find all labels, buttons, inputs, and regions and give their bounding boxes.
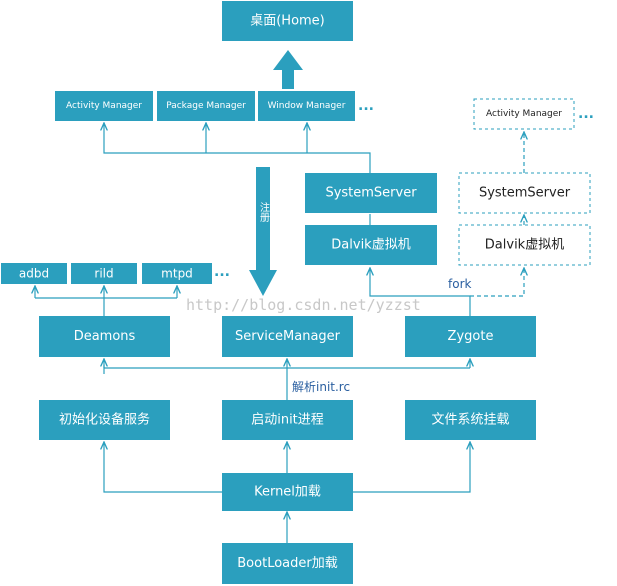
package-manager-box [157,91,255,121]
mount-filesystem-box [405,400,536,440]
init-device-services-label: 初始化设备服务 [59,412,150,428]
servicemanager-label: ServiceManager [235,329,341,344]
thick-arrows [249,50,303,296]
activity-manager-label: Activity Manager [66,101,142,111]
systemserver-box [305,173,437,213]
ghost-boxes [458,98,591,266]
zygote-label: Zygote [448,329,494,344]
adbd-box [1,263,67,284]
activity-manager-ghost-label: Activity Manager [486,109,562,119]
watermark: http://blog.csdn.net/yzzst [186,296,421,314]
zygote-box [405,316,536,357]
activity-manager-box [55,91,153,121]
systemserver-to-activity-arrow [104,123,371,173]
activity-manager-ghost-box [473,98,575,130]
init-device-services-box [39,400,170,440]
systemserver-ghost-label: SystemServer [479,186,571,201]
window-manager-label: Window Manager [268,101,346,111]
systemserver-ghost-box [458,172,591,214]
register-thick-arrow [249,167,277,296]
kernel-to-device-services-arrow [104,442,222,493]
ellipsis-labels: ... ... ... [214,98,594,280]
fork-label: fork [448,277,472,291]
rild-label: rild [94,267,113,281]
systemserver-label: SystemServer [325,186,417,201]
bootloader-box [222,543,353,584]
dalvik-vm-ghost-label: Dalvik虚拟机 [485,238,564,253]
ghost-connectors [470,132,524,297]
dalvik-vm-box [305,225,437,265]
box-labels: 桌面(Home) Activity Manager Package Manage… [19,14,571,572]
start-init-box [222,400,353,440]
rild-box [71,263,137,284]
deamons-ellipsis: ... [214,264,230,280]
connectors [35,123,470,543]
package-manager-label: Package Manager [166,101,246,111]
fork-arrow [470,268,524,297]
deamons-box [39,316,170,357]
parse-init-rc-label: 解析init.rc [292,380,350,394]
mount-filesystem-label: 文件系统挂载 [431,413,509,428]
register-label: 注册 [258,201,270,223]
kernel-box [222,473,353,511]
mtpd-box [142,263,212,284]
zygote-to-dalvik-arrow [370,268,471,316]
kernel-to-filesystem-arrow [352,442,470,493]
bootloader-label: BootLoader加载 [237,556,337,571]
deamons-label: Deamons [74,329,136,344]
ghost-ellipsis: ... [578,106,594,122]
start-init-label: 启动init进程 [251,413,324,428]
managers-ellipsis: ... [358,98,374,114]
window-manager-box [258,91,355,121]
home-box [222,1,353,41]
mtpd-label: mtpd [161,267,193,281]
solid-boxes [1,1,536,584]
home-label: 桌面(Home) [250,14,325,29]
kernel-label: Kernel加载 [254,485,321,500]
window-manager-to-home-thick-arrow [273,50,303,89]
dalvik-vm-label: Dalvik虚拟机 [331,238,410,253]
dalvik-vm-ghost-box [458,224,591,266]
adbd-label: adbd [19,267,49,281]
servicemanager-box [222,316,353,357]
